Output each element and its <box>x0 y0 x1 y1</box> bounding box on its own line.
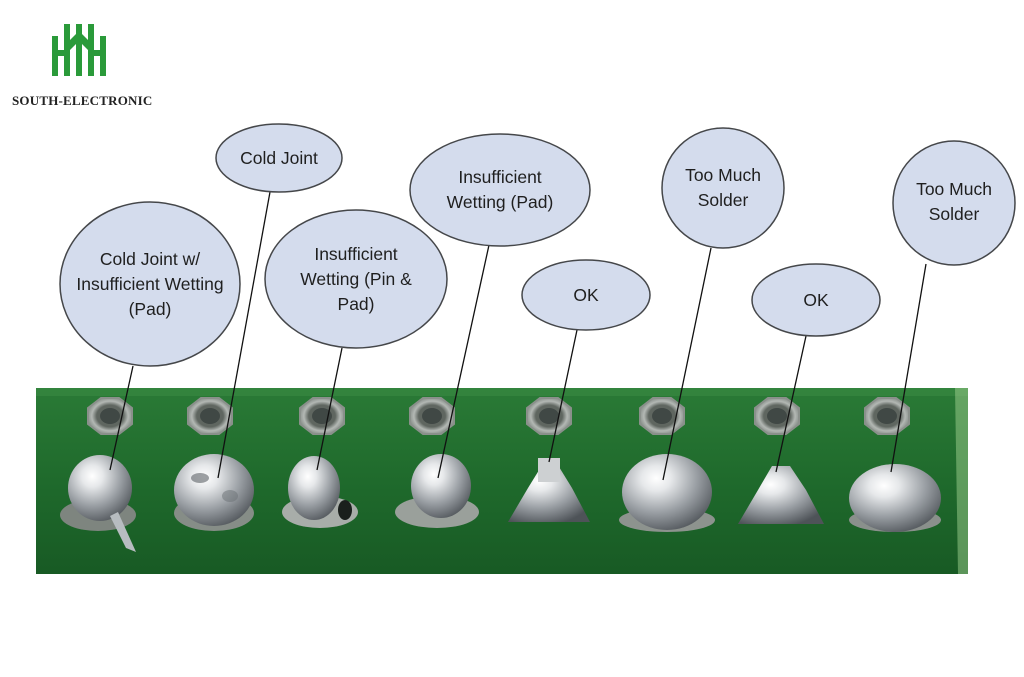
callout-label-3: Insufficient Wetting (Pin & Pad) <box>300 243 412 314</box>
callout-label-7: OK <box>803 289 829 310</box>
solder-joint-5 <box>508 458 590 522</box>
solder-joint-8 <box>849 464 941 532</box>
empty-pads-row <box>87 397 910 435</box>
brand-logo: SOUTH-ELECTRONIC <box>12 20 162 110</box>
callout-label-4: Insufficient Wetting (Pad) <box>446 167 554 212</box>
callout-bubble-4 <box>409 133 591 247</box>
callout-bubble-5 <box>521 259 651 331</box>
callout-bubble-8 <box>892 140 1016 266</box>
callout-bubble-3 <box>264 209 448 349</box>
solder-joint-7 <box>738 466 824 524</box>
brand-name: SOUTH-ELECTRONIC <box>12 93 153 108</box>
solder-joint-4 <box>395 454 479 528</box>
leader-lines <box>109 191 927 481</box>
callout-bubble-2 <box>215 123 343 193</box>
callout-label-1: Cold Joint w/ Insufficient Wetting (Pad) <box>76 248 224 319</box>
solder-joint-2 <box>174 454 254 531</box>
callout-bubble-6 <box>661 127 785 249</box>
solder-joint-3 <box>282 456 358 528</box>
solder-joint-6 <box>619 454 715 532</box>
callout-bubbles <box>59 123 1016 367</box>
callout-bubble-7 <box>751 263 881 337</box>
callout-label-8: Too Much Solder <box>916 179 992 224</box>
solder-joints-row <box>60 454 941 552</box>
callout-label-5: OK <box>573 284 599 305</box>
callout-bubble-1 <box>59 201 241 367</box>
callout-label-2: Cold Joint <box>240 147 318 168</box>
logo-mark-icon <box>52 24 106 76</box>
solder-joint-1 <box>60 455 136 552</box>
callout-label-6: Too Much Solder <box>685 165 761 210</box>
